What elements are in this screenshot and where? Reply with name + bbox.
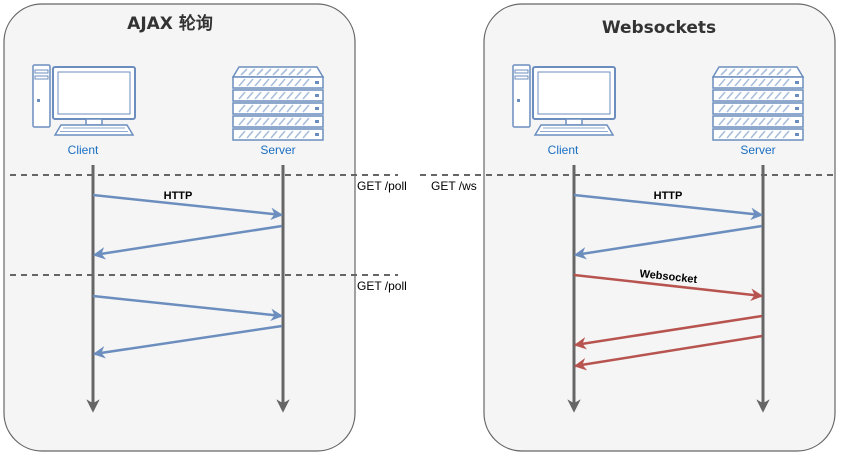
server-rack-icon — [712, 66, 804, 141]
ajax-panel-title: AJAX 轮询 — [127, 13, 213, 34]
ws-websocket-push-arrow — [573, 334, 763, 371]
ajax-panel: AJAX 轮询 Client Server HTTP — [3, 3, 356, 452]
ws-http-label: HTTP — [654, 190, 683, 202]
client-computer-icon — [512, 64, 616, 136]
ajax-poll-response-arrow — [92, 324, 283, 359]
ws-websocket-push-arrow — [573, 314, 763, 350]
ws-client-label: Client — [548, 143, 579, 157]
ajax-http-response-arrow — [92, 224, 283, 260]
client-computer-icon — [32, 64, 136, 136]
ajax-server-label: Server — [260, 143, 295, 157]
websockets-panel: Websockets Client Server HTTP Websocket — [483, 3, 836, 452]
websockets-panel-title: Websockets — [602, 18, 716, 38]
ajax-get-poll-label: GET /poll — [357, 179, 407, 193]
ajax-get-poll-label: GET /poll — [357, 279, 407, 293]
ws-http-request-arrow — [573, 193, 764, 221]
ajax-poll-request-arrow — [92, 294, 284, 322]
ws-server-label: Server — [740, 143, 775, 157]
ws-get-ws-label: GET /ws — [431, 179, 477, 193]
ajax-http-request-arrow — [92, 193, 284, 221]
ajax-client-label: Client — [68, 143, 99, 157]
ws-http-response-arrow — [573, 224, 763, 260]
ajax-http-label: HTTP — [164, 190, 193, 202]
server-rack-icon — [232, 66, 324, 141]
ws-websocket-send-arrow — [573, 273, 764, 301]
